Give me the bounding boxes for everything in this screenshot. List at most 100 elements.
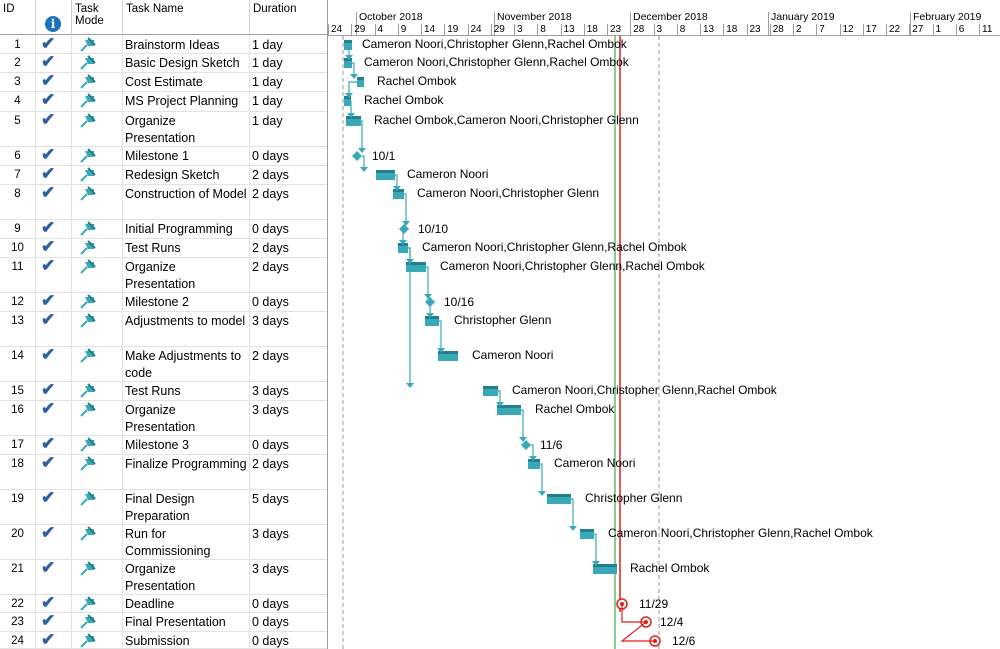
task-name-cell[interactable]: Brainstorm Ideas	[123, 36, 250, 53]
task-mode-cell[interactable]	[72, 258, 123, 292]
duration-cell[interactable]: 1 day	[252, 38, 283, 52]
duration-cell[interactable]: 1 day	[252, 75, 283, 89]
task-name-cell[interactable]: Cost Estimate	[123, 73, 250, 91]
duration-cell[interactable]: 0 days	[252, 222, 289, 236]
task-mode-cell[interactable]	[72, 239, 123, 257]
table-row[interactable]: 21 ✔ Organize Presentation 3 days	[0, 560, 327, 595]
task-mode-cell[interactable]	[72, 92, 123, 111]
table-row[interactable]: 8 ✔ Construction of Model 2 days	[0, 185, 327, 220]
duration-cell[interactable]: 0 days	[252, 438, 289, 452]
id-column-header[interactable]: ID	[0, 0, 36, 35]
table-row[interactable]: 4 ✔ MS Project Planning 1 day	[0, 92, 327, 112]
table-row[interactable]: 23 ✔ Final Presentation 0 days	[0, 613, 327, 632]
table-row[interactable]: 20 ✔ Run for Commissioning 3 days	[0, 525, 327, 560]
table-row[interactable]: 10 ✔ Test Runs 2 days	[0, 239, 327, 258]
task-mode-cell[interactable]	[72, 185, 123, 219]
duration-cell[interactable]: 3 days	[252, 403, 289, 417]
task-mode-cell[interactable]	[72, 436, 123, 454]
task-mode-cell[interactable]	[72, 312, 123, 346]
task-name-cell[interactable]: Test Runs	[123, 239, 250, 257]
duration-cell[interactable]: 2 days	[252, 260, 289, 274]
task-name-cell[interactable]: Milestone 3	[123, 436, 250, 454]
task-mode-cell[interactable]	[72, 455, 123, 489]
duration-cell[interactable]: 3 days	[252, 562, 289, 576]
table-row[interactable]: 13 ✔ Adjustments to model 3 days	[0, 312, 327, 347]
task-name-cell[interactable]: Run for Commissioning	[123, 525, 250, 559]
task-name-column-header[interactable]: Task Name	[123, 0, 250, 35]
table-row[interactable]: 6 ✔ Milestone 1 0 days	[0, 147, 327, 166]
table-row[interactable]: 14 ✔ Make Adjustments to code 2 days	[0, 347, 327, 382]
task-name-cell[interactable]: Basic Design Sketch	[123, 54, 250, 72]
table-row[interactable]: 16 ✔ Organize Presentation 3 days	[0, 401, 327, 436]
duration-cell[interactable]: 1 day	[252, 94, 283, 108]
task-name-cell[interactable]: Milestone 1	[123, 147, 250, 165]
task-name-cell[interactable]: Construction of Model	[123, 185, 250, 219]
task-mode-cell[interactable]	[72, 632, 123, 648]
task-name-cell[interactable]: Submission	[123, 632, 250, 648]
task-name-cell[interactable]: Final Presentation	[123, 613, 250, 631]
duration-cell[interactable]: 0 days	[252, 149, 289, 163]
task-name-cell[interactable]: Redesign Sketch	[123, 166, 250, 184]
duration-cell[interactable]: 2 days	[252, 168, 289, 182]
task-name-cell[interactable]: Organize Presentation	[123, 401, 250, 435]
task-name-cell[interactable]: MS Project Planning	[123, 92, 250, 111]
task-name-cell[interactable]: Initial Programming	[123, 220, 250, 238]
table-row[interactable]: 17 ✔ Milestone 3 0 days	[0, 436, 327, 455]
duration-cell[interactable]: 0 days	[252, 295, 289, 309]
task-mode-column-header[interactable]: Task Mode	[72, 0, 123, 35]
task-mode-cell[interactable]	[72, 595, 123, 612]
table-row[interactable]: 7 ✔ Redesign Sketch 2 days	[0, 166, 327, 185]
task-mode-cell[interactable]	[72, 112, 123, 146]
table-row[interactable]: 11 ✔ Organize Presentation 2 days	[0, 258, 327, 293]
task-mode-cell[interactable]	[72, 54, 123, 72]
table-row[interactable]: 22 ✔ Deadline 0 days	[0, 595, 327, 613]
task-mode-cell[interactable]	[72, 293, 123, 311]
task-name-cell[interactable]: Make Adjustments to code	[123, 347, 250, 381]
task-name-cell[interactable]: Final Design Preparation	[123, 490, 250, 524]
indicators-column-header[interactable]: i	[36, 0, 72, 35]
task-mode-cell[interactable]	[72, 220, 123, 238]
task-mode-cell[interactable]	[72, 560, 123, 594]
table-row[interactable]: 1 ✔ Brainstorm Ideas 1 day	[0, 36, 327, 54]
task-mode-cell[interactable]	[72, 490, 123, 524]
table-row[interactable]: 2 ✔ Basic Design Sketch 1 day	[0, 54, 327, 73]
table-row[interactable]: 5 ✔ Organize Presentation 1 day	[0, 112, 327, 147]
table-row[interactable]: 15 ✔ Test Runs 3 days	[0, 382, 327, 401]
duration-column-header[interactable]: Duration	[250, 0, 327, 35]
task-mode-cell[interactable]	[72, 401, 123, 435]
duration-cell[interactable]: 2 days	[252, 187, 289, 201]
task-name-cell[interactable]: Milestone 2	[123, 293, 250, 311]
table-row[interactable]: 19 ✔ Final Design Preparation 5 days	[0, 490, 327, 525]
duration-cell[interactable]: 0 days	[252, 634, 289, 648]
task-mode-cell[interactable]	[72, 525, 123, 559]
duration-cell[interactable]: 5 days	[252, 492, 289, 506]
task-mode-cell[interactable]	[72, 166, 123, 184]
table-row[interactable]: 3 ✔ Cost Estimate 1 day	[0, 73, 327, 92]
task-name-cell[interactable]: Deadline	[123, 595, 250, 612]
table-row[interactable]: 18 ✔ Finalize Programming 2 days	[0, 455, 327, 490]
duration-cell[interactable]: 3 days	[252, 384, 289, 398]
duration-cell[interactable]: 3 days	[252, 527, 289, 541]
task-name-cell[interactable]: Adjustments to model	[123, 312, 250, 346]
task-name-cell[interactable]: Organize Presentation	[123, 112, 250, 146]
duration-cell[interactable]: 1 day	[252, 114, 283, 128]
task-mode-cell[interactable]	[72, 147, 123, 165]
duration-cell[interactable]: 2 days	[252, 457, 289, 471]
duration-cell[interactable]: 0 days	[252, 597, 289, 611]
task-mode-cell[interactable]	[72, 36, 123, 53]
duration-cell[interactable]: 1 day	[252, 56, 283, 70]
duration-cell[interactable]: 2 days	[252, 241, 289, 255]
duration-cell[interactable]: 0 days	[252, 615, 289, 629]
duration-cell[interactable]: 3 days	[252, 314, 289, 328]
table-row[interactable]: 9 ✔ Initial Programming 0 days	[0, 220, 327, 239]
task-name-cell[interactable]: Organize Presentation	[123, 560, 250, 594]
table-row[interactable]: 12 ✔ Milestone 2 0 days	[0, 293, 327, 312]
task-mode-cell[interactable]	[72, 613, 123, 631]
task-mode-cell[interactable]	[72, 73, 123, 91]
task-name-cell[interactable]: Test Runs	[123, 382, 250, 400]
task-mode-cell[interactable]	[72, 347, 123, 381]
duration-cell[interactable]: 2 days	[252, 349, 289, 363]
table-row[interactable]: 24 ✔ Submission 0 days	[0, 632, 327, 649]
task-name-cell[interactable]: Organize Presentation	[123, 258, 250, 292]
